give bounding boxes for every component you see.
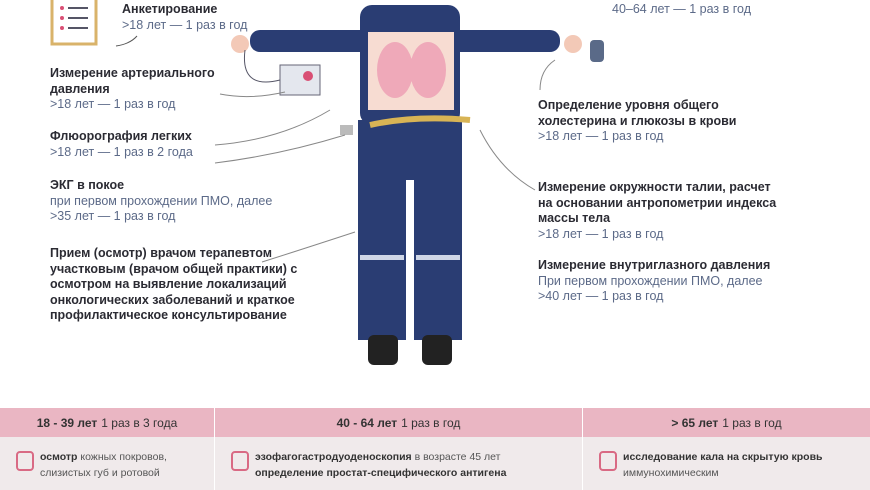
frequency: >18 лет — 1 раз в год <box>122 17 248 32</box>
title: Определение уровня общего холестерина и … <box>538 98 737 128</box>
cell-18-39: осмотр кожных покровов, слизистых губ и … <box>0 437 215 490</box>
text: в возрасте 45 лет <box>411 451 501 463</box>
cell-40-64: эзофагогастродуоденоскопия в возрасте 45… <box>215 437 583 490</box>
table-row: осмотр кожных покровов, слизистых губ и … <box>0 437 870 490</box>
bold: исследование кала на скрытую кровь <box>623 451 823 463</box>
freq: 1 раз в год <box>401 415 461 430</box>
bold: эзофагогастродуоденоскопия <box>255 451 412 463</box>
bold: осмотр <box>40 451 78 463</box>
eye-pressure-info: Измерение внутриглазного давления При пе… <box>538 258 788 305</box>
top-right-info: 40–64 лет — 1 раз в год <box>612 2 751 18</box>
measuring-tape <box>369 115 471 128</box>
worker-illustration <box>50 0 604 365</box>
frequency: >40 лет — 1 раз в год <box>538 289 664 303</box>
title: Анкетирование <box>122 2 218 16</box>
freq: 1 раз в 3 года <box>101 415 178 430</box>
fluorography-info: Флюорография легких >18 лет — 1 раз в 2 … <box>50 129 193 160</box>
glucometer-icon <box>590 40 604 62</box>
frequency: >18 лет — 1 раз в год <box>538 226 664 241</box>
title: ЭКГ в покое <box>50 178 125 192</box>
skin-exam-icon <box>16 451 34 471</box>
title: Измерение внутриглазного давления <box>538 258 771 272</box>
frequency: При первом прохождении ПМО, далее <box>538 273 763 288</box>
waist-info: Измерение окружности талии, расчет на ос… <box>538 180 788 242</box>
lungs-icon <box>377 42 446 98</box>
title: Флюорография легких <box>50 129 192 143</box>
bold2: определение простат-специфического антиг… <box>255 467 507 479</box>
tonometer-icon <box>243 49 321 96</box>
title: Прием (осмотр) врачом терапевтом участко… <box>50 246 298 322</box>
endoscopy-icon <box>231 451 249 471</box>
freq: 1 раз в год <box>722 415 782 430</box>
test-tube-icon <box>599 451 617 471</box>
ecg-info: ЭКГ в покое при первом прохождении ПМО, … <box>50 178 272 225</box>
frequency: при первом прохождении ПМО, далее <box>50 193 273 208</box>
frequency: >35 лет — 1 раз в год <box>50 209 176 223</box>
frequency: >18 лет — 1 раз в 2 года <box>50 144 193 159</box>
blood-pressure-info: Измерение артериального давления >18 лет… <box>50 66 230 113</box>
questionnaire-info: Анкетирование >18 лет — 1 раз в год <box>122 2 247 33</box>
questionnaire-icon <box>50 0 98 46</box>
therapist-info: Прием (осмотр) врачом терапевтом участко… <box>50 246 300 324</box>
age: 40 - 64 лет <box>336 415 398 430</box>
age: 18 - 39 лет <box>36 415 98 430</box>
cholesterol-info: Определение уровня общего холестерина и … <box>538 98 748 145</box>
cell-65-plus: исследование кала на скрытую кровь иммун… <box>583 437 870 490</box>
text: иммунохимическим <box>623 467 719 479</box>
frequency: 40–64 лет — 1 раз в год <box>612 2 751 16</box>
text: кожных покровов, слизистых губ и ротовой <box>40 451 167 479</box>
frequency: >18 лет — 1 раз в год <box>50 97 176 111</box>
frequency: >18 лет — 1 раз в год <box>538 129 664 143</box>
age: > 65 лет <box>671 415 719 430</box>
title: Измерение артериального давления <box>50 66 215 96</box>
title: Измерение окружности талии, расчет на ос… <box>538 180 777 225</box>
